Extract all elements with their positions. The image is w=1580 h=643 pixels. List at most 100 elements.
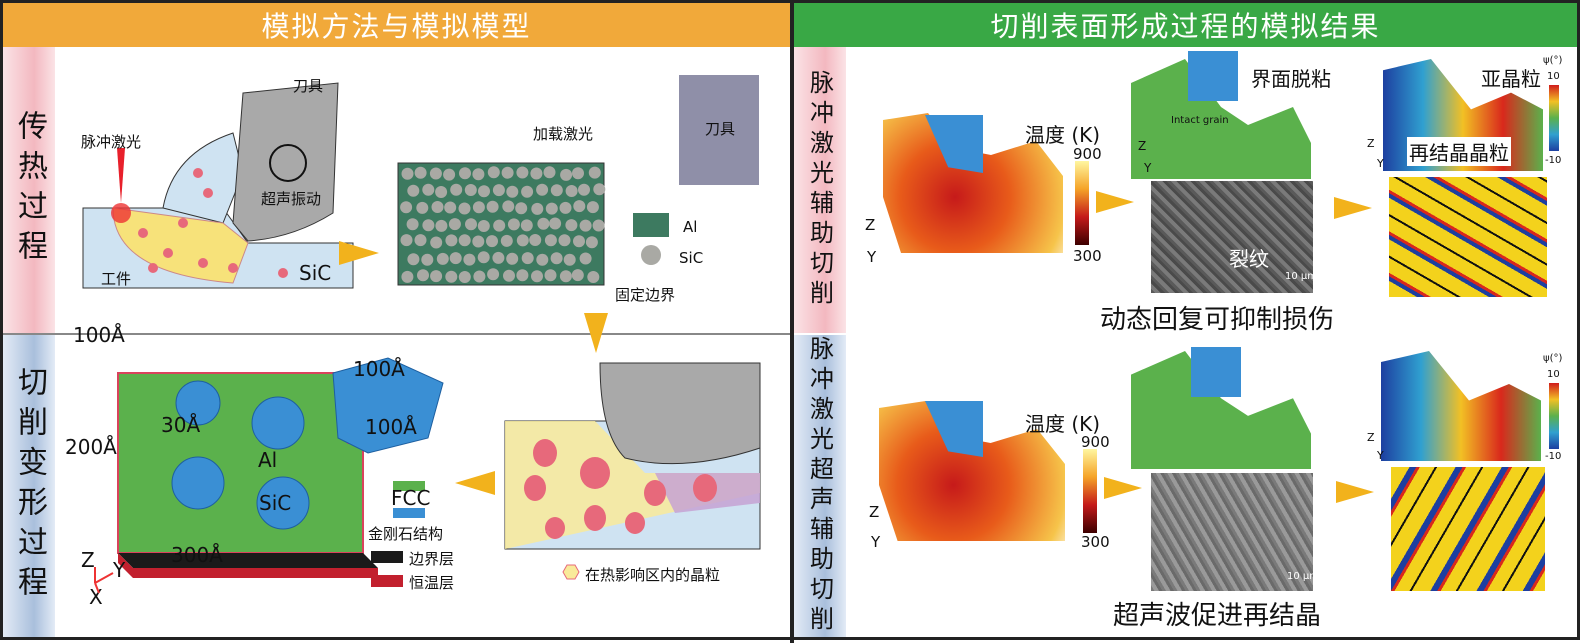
label-temp-bot: 温度 (K) [1025,412,1101,436]
diamond-swatch [393,508,425,518]
tool-atoms-mid-bot [1191,347,1241,397]
left-row-divider [3,333,790,335]
axis-y-right-top: Y [1377,157,1384,170]
sic-particle [529,234,542,246]
label-vibration: 超声振动 [261,190,322,208]
sic-particle [464,184,477,196]
dim-100a-top: 100Å [73,323,125,347]
label-workpiece: 工件 [101,270,132,288]
axis-z-top: Z [865,216,876,234]
label-diamond: 金刚石结构 [368,525,444,543]
sic-particle [400,234,413,247]
dim-100a-sic-1: 100Å [353,357,405,381]
sem-top [1151,181,1313,293]
laser-spot [111,203,131,223]
label-pulse-laser: 脉冲激光 [81,133,142,151]
sic-particle [544,234,557,247]
sic-particle [585,236,598,249]
sic-particle [400,201,413,214]
hex-legend-icon [562,564,580,580]
sic-particle [414,234,427,247]
sic-particle [515,202,528,215]
thermo-swatch [371,575,403,587]
label-tool-2: 刀具 [705,120,736,138]
label-al: Al [683,218,698,236]
axis-z: Z [81,548,95,572]
sic-particle [472,235,485,248]
axis-z-mid-top: Z [1138,139,1147,153]
sic-particle [486,200,499,213]
tool-atoms-mid-top [1188,51,1238,101]
sic-particle [443,168,456,181]
sic-particle [500,234,513,247]
sic-particle [458,271,471,283]
sic-particle [458,234,471,247]
axis-y-right-bot: Y [1377,449,1384,462]
dim-300a: 300Å [171,543,223,567]
ebsd-bot [1391,467,1545,591]
sic-particle [436,252,449,265]
fe-model [397,162,606,286]
tool-shape [232,82,339,242]
sic-particle [531,270,543,283]
sic-particle [516,166,529,179]
fcc-swatch [393,481,425,491]
label-boundary: 边界层 [409,550,455,568]
grain-schematic [504,362,761,550]
label-sic-legend: SiC [679,249,704,267]
label-temp-top: 温度 (K) [1025,123,1101,147]
dim-100a-sic-2: 100Å [365,415,417,439]
label-t300-top: 300 [1073,247,1102,265]
sic-particle [414,166,427,179]
sic-particle [537,217,550,230]
sic-particle [435,219,448,232]
sic-particle [565,185,578,197]
colorbar-psi-top [1549,85,1559,151]
al-swatch [633,213,669,237]
sic-particle [492,251,505,264]
label-md-al: Al [258,448,278,472]
chip-shape [162,132,244,224]
dim-30a: 30Å [161,413,201,437]
md-model [117,357,444,578]
label-fcc: FCC [391,486,431,510]
axis-triad [94,567,114,594]
dim-200a: 200Å [65,435,117,459]
label-load-laser: 加载激光 [533,125,594,143]
sic-particle [493,219,506,232]
sic-particle [559,201,572,214]
sic-particle [549,217,562,230]
sic-particle [521,252,534,265]
sic-particle [401,270,414,283]
center-divider [790,3,794,643]
sic-particle [593,183,606,196]
sic-particle [487,268,500,281]
sic-particle [592,219,605,232]
sic-particle [422,183,435,196]
arrow-right-bot-1 [1104,477,1142,499]
axis-x: X [89,585,103,609]
sic-particle [477,220,490,232]
colorbar-psi-bot [1549,383,1559,449]
label-m10-top: -10 [1545,155,1562,166]
sic-particle [430,270,443,283]
sic-particle [521,185,534,198]
axis-z-bot: Z [869,503,880,521]
sic-particle [407,253,420,266]
sic-particle [578,183,590,196]
label-debond: 界面脱粘 [1251,67,1331,91]
label-crack: 裂纹 [1229,247,1269,271]
colorbar-temp-bot [1083,449,1097,533]
sic-particle [536,183,549,196]
sic-particle [478,185,490,198]
sic-particle [506,252,519,265]
label-subgrain: 亚晶粒 [1481,67,1541,91]
sic-particle [507,218,520,231]
label-grain-legend: 在热影响区内的晶粒 [585,566,721,584]
label-sic: SiC [299,261,332,285]
left-header: 模拟方法与模拟模型 [3,3,790,47]
sic-particles [138,168,288,278]
label-fixed-boundary: 固定边界 [615,286,676,304]
sic-particle [416,201,429,214]
